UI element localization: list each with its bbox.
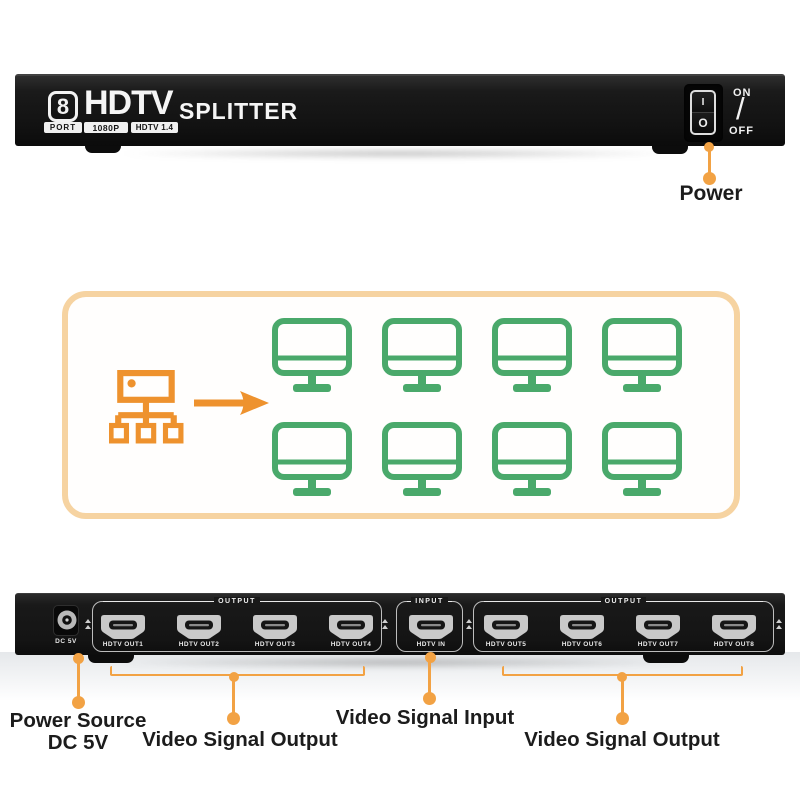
hdmi-port-icon	[560, 615, 604, 639]
port-label: HDTV OUT5	[485, 641, 527, 648]
port-group-output-2: OUTPUT HDTV OUT5 HDTV OUT6 HDTV OUT7 HDT…	[473, 597, 774, 652]
front-device-shadow	[22, 147, 778, 160]
device-foot	[85, 143, 121, 153]
switch-off-symbol: O	[698, 116, 708, 130]
video-output-right-label: Video Signal Output	[524, 728, 720, 751]
align-arrows-icon	[466, 619, 472, 629]
callout-dot	[71, 695, 85, 709]
port-label: HDTV IN	[416, 641, 446, 648]
video-output-left-label: Video Signal Output	[142, 728, 338, 751]
on-off-slash: /	[736, 91, 745, 126]
port-group-label-text: INPUT	[411, 597, 448, 606]
monitor-icon	[382, 422, 462, 496]
callout-dot	[72, 652, 84, 664]
splitter-hub-icon	[109, 370, 184, 444]
brand-logo: HDTV	[84, 84, 174, 122]
resolution-badge: 1080P	[84, 122, 128, 133]
port-group-label-text: OUTPUT	[600, 597, 647, 606]
callout-line	[232, 679, 235, 715]
monitor-icon	[492, 318, 572, 392]
port-label: HDTV OUT1	[102, 641, 144, 648]
right-arrow-icon	[194, 391, 269, 415]
power-switch-recess: I O	[684, 84, 723, 142]
port-label: HDTV OUT4	[330, 641, 372, 648]
port-label: HDTV OUT6	[561, 641, 603, 648]
port-group-output-0: OUTPUT HDTV OUT1 HDTV OUT2 HDTV OUT3 HDT…	[92, 597, 382, 652]
callout-dot	[227, 712, 240, 725]
port-label: HDTV OUT7	[637, 641, 679, 648]
align-arrows-icon	[85, 619, 91, 629]
power-source-label-line1: Power Source	[9, 709, 147, 732]
hdmi-port-icon	[253, 615, 297, 639]
hdmi-port-icon	[409, 615, 453, 639]
callout-line	[76, 661, 80, 699]
callout-dot	[228, 671, 239, 682]
monitor-icon	[272, 422, 352, 496]
device-foot	[652, 143, 688, 154]
on-label: ON	[733, 87, 752, 99]
callout-line	[620, 679, 624, 715]
align-arrows-icon	[776, 619, 782, 629]
callout-dot	[615, 712, 629, 725]
hdmi-port-icon	[101, 615, 145, 639]
hdmi-port-icon	[484, 615, 528, 639]
off-label: OFF	[729, 125, 754, 137]
port-count-badge: 8	[48, 91, 78, 122]
port-word-badge: PORT	[44, 122, 82, 133]
power-rocker-switch: I O	[690, 90, 716, 135]
align-arrows-icon	[382, 619, 388, 629]
callout-line	[427, 660, 431, 694]
monitor-icon	[382, 318, 462, 392]
port-count: 8	[56, 93, 70, 119]
port-group-label: OUTPUT	[103, 597, 371, 606]
splitter-front-panel: 8 PORT HDTV 1080P HDTV 1.4 SPLITTER I O …	[15, 74, 785, 146]
port-group-label: INPUT	[407, 597, 452, 606]
hdmi-port-icon	[636, 615, 680, 639]
port-group-label: OUTPUT	[484, 597, 763, 606]
port-label: HDTV OUT2	[178, 641, 220, 648]
callout-dot	[702, 172, 716, 185]
port-group-input-1: INPUT HDTV IN	[396, 597, 463, 652]
monitor-grid	[68, 297, 734, 513]
hdmi-port-icon	[712, 615, 756, 639]
callout-dot	[617, 671, 627, 682]
power-callout-label: Power	[679, 182, 743, 205]
callout-line	[707, 149, 711, 176]
dc-port-label: DC 5V	[55, 638, 77, 645]
splitter-diagram	[62, 291, 740, 519]
monitor-icon	[272, 318, 352, 392]
port-label: HDTV OUT8	[713, 641, 755, 648]
monitor-icon	[602, 422, 682, 496]
dc-jack-icon	[57, 610, 77, 630]
power-source-label-line2: DC 5V	[47, 731, 109, 754]
product-title: SPLITTER	[179, 98, 299, 124]
port-group-label-text: OUTPUT	[214, 597, 260, 606]
hdmi-port-icon	[177, 615, 221, 639]
port-label: HDTV OUT3	[254, 641, 296, 648]
callout-dot	[422, 691, 436, 705]
splitter-back-panel: DC 5V OUTPUT HDTV OUT1 HDTV OUT2 HDTV OU…	[15, 593, 785, 655]
monitor-icon	[492, 422, 572, 496]
callout-dot	[704, 142, 714, 152]
dc-power-jack	[53, 605, 79, 636]
hdmi-port-icon	[329, 615, 373, 639]
hdmi-version-badge: HDTV 1.4	[131, 122, 178, 133]
video-input-label: Video Signal Input	[335, 706, 515, 729]
callout-dot	[424, 651, 436, 663]
switch-on-symbol: I	[692, 92, 714, 113]
monitor-icon	[602, 318, 682, 392]
back-device-shadow	[18, 655, 782, 670]
